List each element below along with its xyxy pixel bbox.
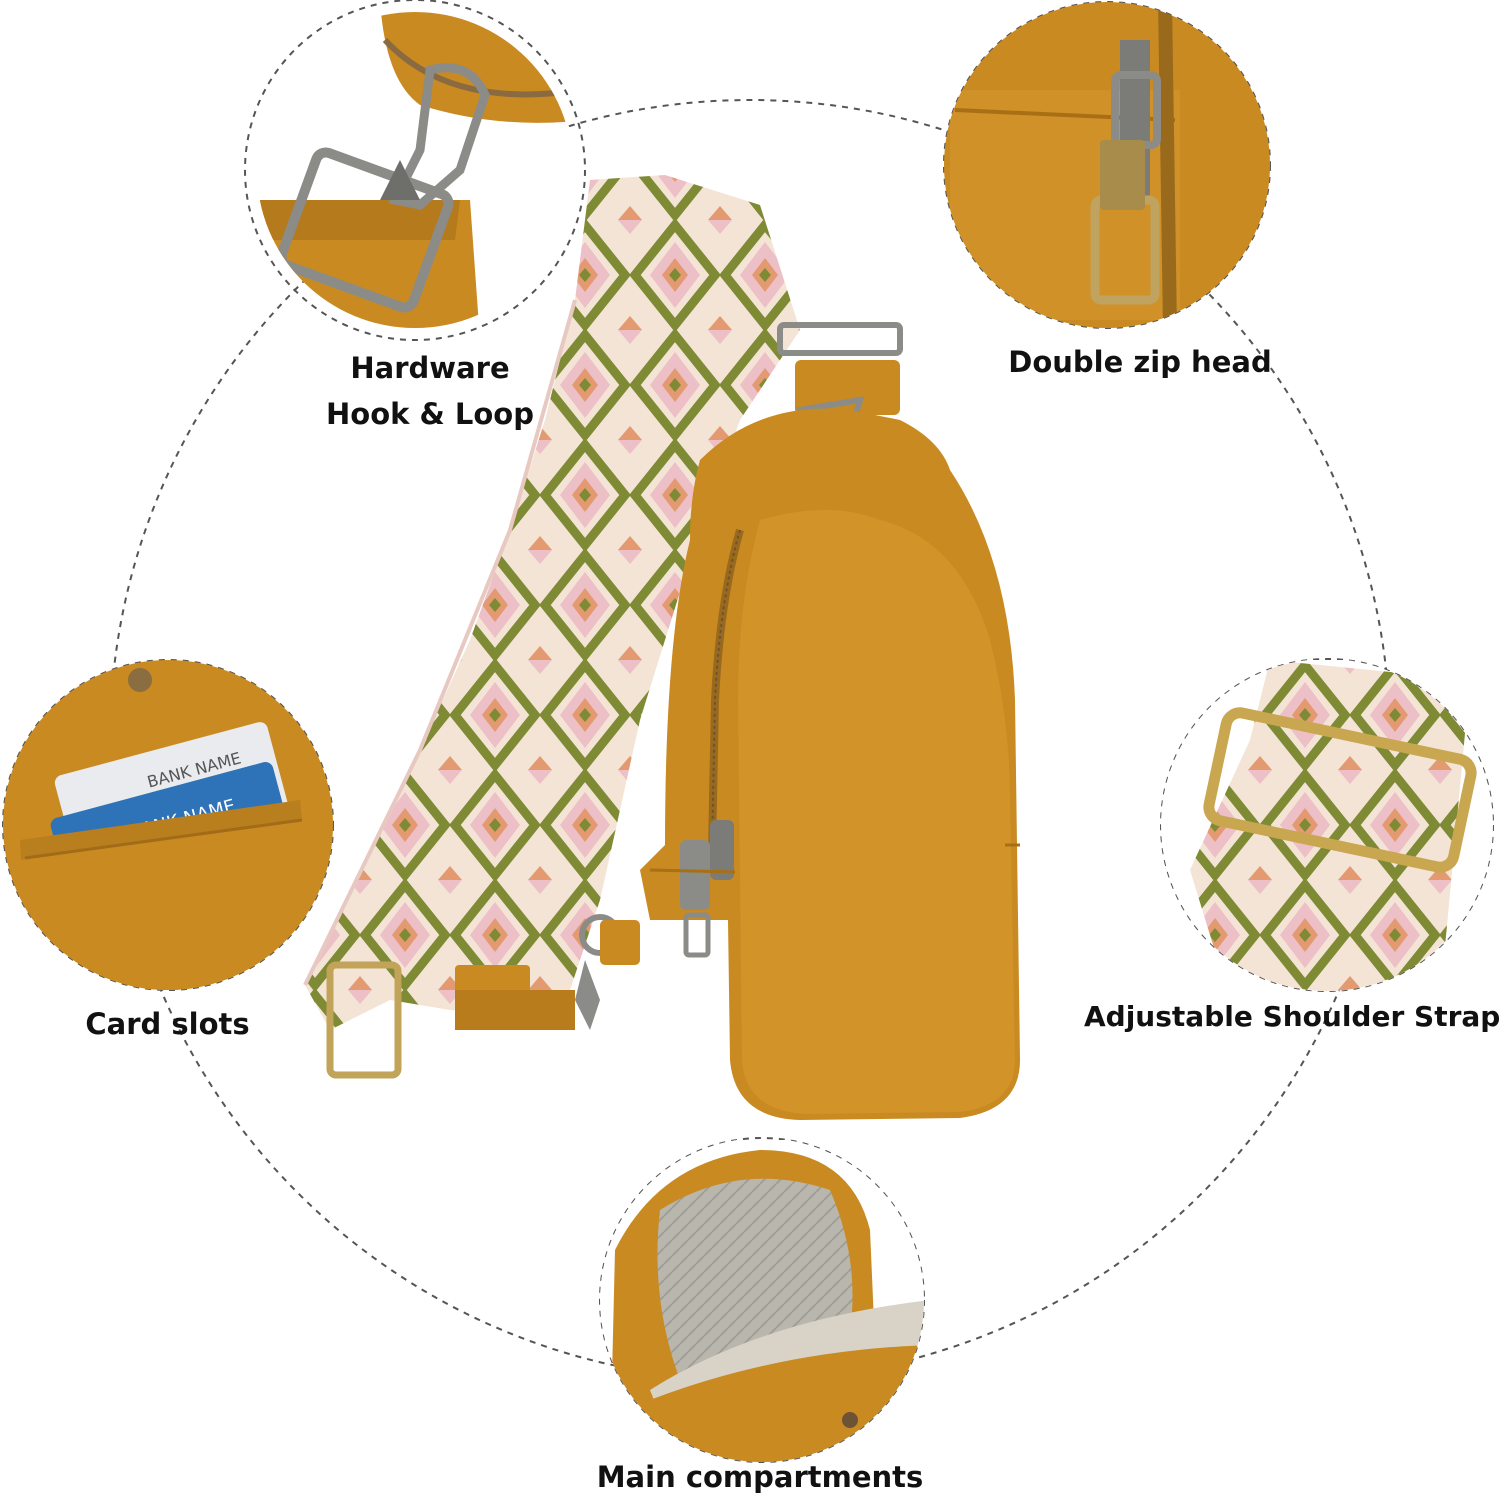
card-slots-label: Card slots	[85, 1007, 250, 1041]
double-zip-closeup	[943, 1, 1271, 329]
adjustable-strap-label: Adjustable Shoulder Strap	[1084, 1000, 1500, 1033]
main-compartments-label: Main compartments	[596, 1460, 924, 1494]
card-slots-closeup: BANK NAME BANK NAME CREDIT CARD	[2, 659, 334, 991]
hardware-label-line1: Hardware	[350, 351, 510, 385]
adjustable-strap-closeup	[1160, 658, 1494, 992]
main-compartment-closeup	[599, 1137, 925, 1463]
hardware-label-line2: Hook & Loop	[326, 397, 534, 431]
central-bag-product-photo	[303, 175, 1020, 1120]
hardware-closeup	[244, 0, 586, 341]
double-zip-label: Double zip head	[1008, 345, 1272, 379]
